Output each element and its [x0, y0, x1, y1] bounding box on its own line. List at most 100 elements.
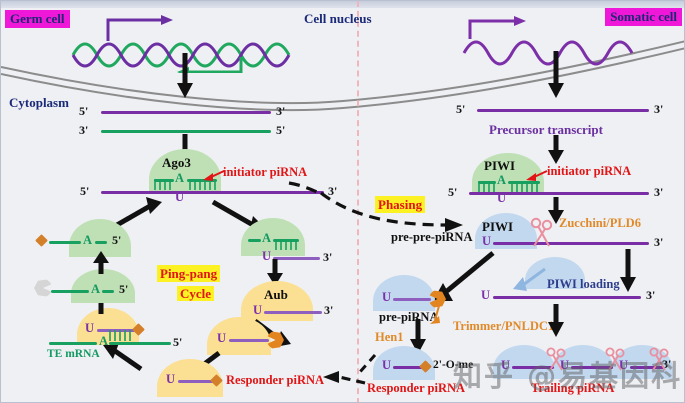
germ-duplex-top-5p: 5' — [79, 104, 89, 118]
responder-inbound-dashed-tail — [357, 354, 377, 374]
aub-protein-blob — [241, 281, 313, 321]
trailing-3p: 3' — [662, 357, 672, 371]
ago3-protein-blob — [149, 149, 221, 191]
cytoplasm-label: Cytoplasm — [9, 95, 69, 110]
piwi-initiator-label: PIWI — [484, 158, 516, 173]
piwi-loading-label: PIWI loading — [547, 277, 620, 291]
trailing-scissors-icon-1 — [546, 347, 566, 371]
te-guide-strand — [97, 329, 135, 332]
ago3-guide-strand-left — [154, 179, 174, 182]
somatic-precursor-5p: 5' — [456, 102, 466, 116]
somatic-initiator-pirna-label: initiator piRNA — [547, 164, 632, 178]
germ-somatic-divider — [357, 1, 359, 402]
hen1-label: Hen1 — [375, 330, 404, 344]
ago3-target-5p: 5' — [80, 184, 90, 198]
somatic-precursor-strand — [477, 109, 649, 112]
loading-to-trailing-arrow — [548, 304, 564, 337]
germ-node-left-strand-a — [49, 241, 81, 244]
te-guide-base-U: U — [85, 321, 95, 335]
trailing-blob-1 — [493, 345, 555, 379]
trailing-scissors-icon-2 — [605, 347, 625, 371]
te-basepair-ticks — [109, 330, 131, 341]
germ-degradation-5p: 5' — [119, 282, 129, 296]
trailing-blob-3 — [611, 345, 673, 379]
trailing-strand-1 — [512, 366, 554, 369]
germ-node-left-blob — [69, 219, 131, 257]
phasing-dashed-tail — [288, 181, 324, 197]
germ-degradation-strand-b — [102, 290, 114, 293]
germ-node-right-target — [273, 257, 320, 260]
degradation-pacman-icon — [34, 279, 52, 297]
germ-node-right-base-U: U — [262, 249, 272, 263]
piwi-loading-blob — [525, 257, 585, 289]
trailing-base-U-1: U — [501, 358, 511, 372]
ago3-label: Ago3 — [162, 155, 191, 170]
somatic-cell-tag: Somatic cell — [605, 8, 682, 26]
aub-strand — [264, 311, 322, 314]
ago3-target-3p: 3' — [328, 184, 338, 198]
te-mrna-strand-left — [49, 342, 97, 345]
germ-trimmer-enzyme — [267, 331, 284, 349]
piwi-loading-arrow — [513, 267, 546, 291]
piwi-guide-base-A: A — [497, 173, 507, 187]
germ-duplex-top-strand — [101, 111, 271, 114]
germ-initiator-pirna-label: initiator piRNA — [223, 165, 308, 179]
responder-crosslink-dashed-arrow — [323, 371, 366, 385]
piwi-loading-3p: 3' — [646, 288, 656, 302]
germ-node-right-base-A: A — [262, 231, 272, 245]
aub-label: Aub — [264, 287, 288, 302]
germ-trimmed-base-U: U — [217, 331, 227, 345]
germ-node-left-base-A: A — [83, 233, 93, 247]
germ-export-arrow — [177, 53, 193, 98]
degradation-to-node-arrow — [93, 251, 109, 274]
trailing-strand-2 — [571, 366, 613, 369]
pre-pirna-label: pre-piRNA — [379, 310, 439, 324]
germ-degradation-strand-a — [51, 290, 89, 293]
piwi-basepair-ticks — [478, 181, 538, 192]
piwi-target-strand — [469, 192, 649, 195]
germ-initiator-arrow — [203, 170, 225, 181]
te-slicing-blob — [77, 308, 139, 345]
germ-trimmed-blob — [207, 317, 271, 355]
precursor-to-piwi-arrow — [548, 135, 564, 164]
precursor-transcript-label: Precursor transcript — [489, 122, 603, 137]
somatic-responder-label: Responder piRNA — [367, 381, 466, 395]
ago3-guide-strand-right — [187, 179, 217, 182]
piwi-guide-strand-right — [508, 181, 540, 184]
germ-node-right-guide-left — [248, 239, 261, 242]
pre-pirna-blob — [373, 275, 435, 311]
germ-node-right-ticks — [275, 239, 297, 250]
germ-node-left-diamond — [35, 234, 48, 247]
germ-degradation-base-A: A — [91, 282, 101, 296]
te-mrna-label: TE mRNA — [47, 348, 100, 360]
piwi-cleavage-base-U: U — [482, 234, 492, 248]
germ-responder-base-U: U — [166, 372, 176, 386]
somatic-right-down-arrow — [620, 249, 636, 292]
ping-pong-cycle-line2: Cycle — [177, 286, 215, 301]
trimmer-enzyme-label: Trimmer/PNLDC1 — [453, 319, 555, 333]
scissors-icon — [530, 217, 553, 247]
pre-pre-pirna-label: pre-pre-piRNA — [391, 230, 473, 244]
ago3-target-strand — [101, 191, 324, 194]
somatic-precursor-3p: 3' — [654, 102, 664, 116]
pre-pirna-base-U: U — [382, 290, 392, 304]
phasing-dashed-arrow — [320, 191, 463, 232]
piwi-target-5p: 5' — [448, 185, 458, 199]
aub-3p: 3' — [324, 303, 334, 317]
somatic-export-arrow — [548, 51, 564, 98]
hen1-arrow — [410, 319, 426, 354]
ping-pong-cycle-line1: Ping-pang — [157, 265, 221, 282]
piwi-cleavage-label: PIWI — [482, 219, 514, 234]
cell-nucleus-label: Cell nucleus — [304, 11, 372, 26]
ping-pong-cycle-label: Ping-pang Cycle — [157, 265, 221, 302]
te-mrna-strand-right — [109, 342, 171, 345]
piwi-cleavage-strand — [493, 242, 649, 245]
phasing-label: Phasing — [375, 196, 426, 213]
trailing-scissors-icon-3 — [649, 347, 669, 371]
somatic-responder-strand — [393, 366, 423, 369]
trailing-blob-2 — [552, 345, 614, 379]
germ-node-left-strand-b — [95, 241, 107, 244]
phasing-label-wrap: Phasing — [375, 196, 426, 213]
trailing-pirna-label: Trailing piRNA — [531, 381, 615, 395]
